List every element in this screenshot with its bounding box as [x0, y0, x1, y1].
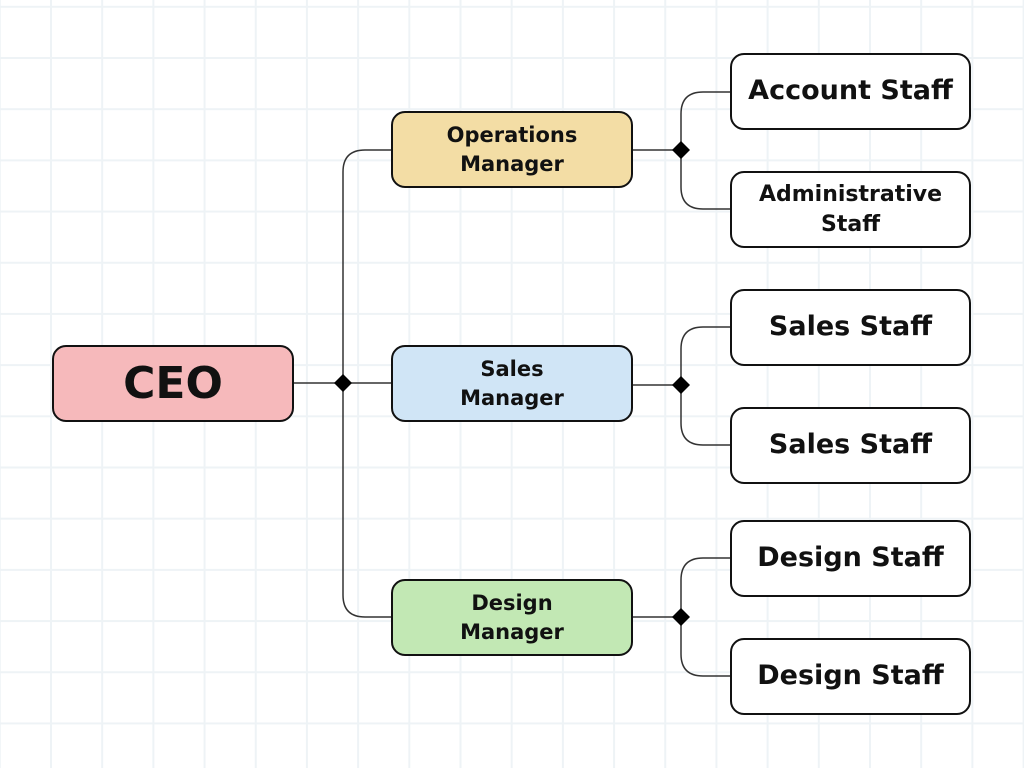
administrative-staff-node[interactable]: Administrative Staff — [730, 171, 971, 248]
node-label: Sales Staff — [768, 311, 933, 343]
sales-staff-node[interactable]: Sales Staff — [730, 289, 971, 366]
design-staff-node[interactable]: Design Staff — [730, 520, 971, 597]
node-label: Design Staff — [757, 660, 944, 692]
node-label: Design Staff — [757, 542, 944, 574]
ceo-node[interactable]: CEO — [52, 345, 294, 422]
junction-diamond-icon — [334, 374, 352, 392]
operations-manager-node[interactable]: Operations Manager — [391, 111, 633, 188]
node-label: Account Staff — [748, 75, 953, 107]
design-manager-node[interactable]: Design Manager — [391, 579, 633, 656]
node-label: Operations Manager — [446, 123, 578, 176]
junction-diamond-icon — [672, 141, 690, 159]
junction-diamond-icon — [672, 608, 690, 626]
node-label: Sales Staff — [768, 429, 933, 461]
node-label: Design Manager — [460, 591, 564, 644]
node-label: Administrative Staff — [758, 181, 943, 237]
sales-staff-node[interactable]: Sales Staff — [730, 407, 971, 484]
sales-manager-node[interactable]: Sales Manager — [391, 345, 633, 422]
design-staff-node[interactable]: Design Staff — [730, 638, 971, 715]
account-staff-node[interactable]: Account Staff — [730, 53, 971, 130]
node-label: Sales Manager — [460, 357, 564, 410]
junction-diamond-icon — [672, 376, 690, 394]
ceo-label: CEO — [123, 357, 223, 409]
